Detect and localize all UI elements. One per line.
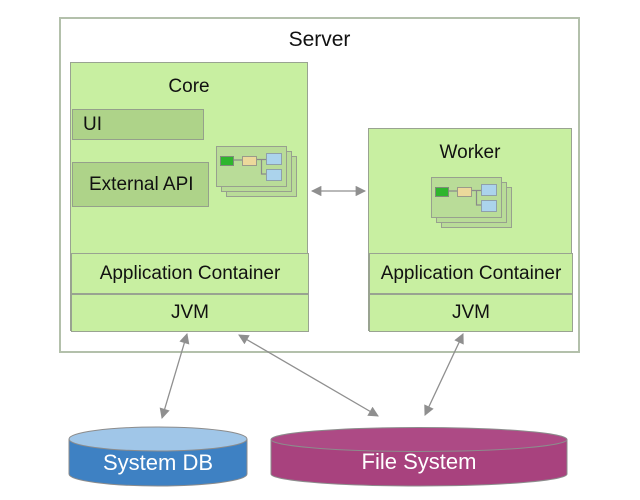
- worker-group: Worker Application Container JVM: [368, 128, 573, 332]
- core-jvm-row: JVM: [71, 294, 309, 332]
- component-stack-icon: [431, 177, 512, 228]
- worker-title: Worker: [439, 142, 501, 163]
- core-app-container-label: Application Container: [99, 262, 281, 284]
- server-title: Server: [288, 28, 351, 51]
- file-system-cylinder: [270, 427, 568, 487]
- worker-jvm-label: JVM: [452, 302, 490, 323]
- file-system-label: File System: [361, 449, 477, 474]
- system-db-cylinder: [68, 426, 248, 487]
- core-title: Core: [168, 76, 210, 97]
- system-db-label: System DB: [102, 450, 214, 475]
- core-group: Core UI External API Application Contain…: [70, 62, 309, 332]
- core-external-api-label: External API: [89, 173, 194, 195]
- component-stack-icon: [216, 146, 297, 197]
- worker-app-container-row: Application Container: [369, 253, 573, 294]
- worker-app-container-label: Application Container: [380, 262, 562, 284]
- core-ui-label: UI: [83, 113, 102, 135]
- core-jvm-label: JVM: [171, 302, 209, 323]
- core-app-container-row: Application Container: [71, 253, 309, 294]
- core-ui-node: UI: [72, 109, 204, 140]
- core-external-api-node: External API: [72, 162, 209, 207]
- worker-jvm-row: JVM: [369, 294, 573, 332]
